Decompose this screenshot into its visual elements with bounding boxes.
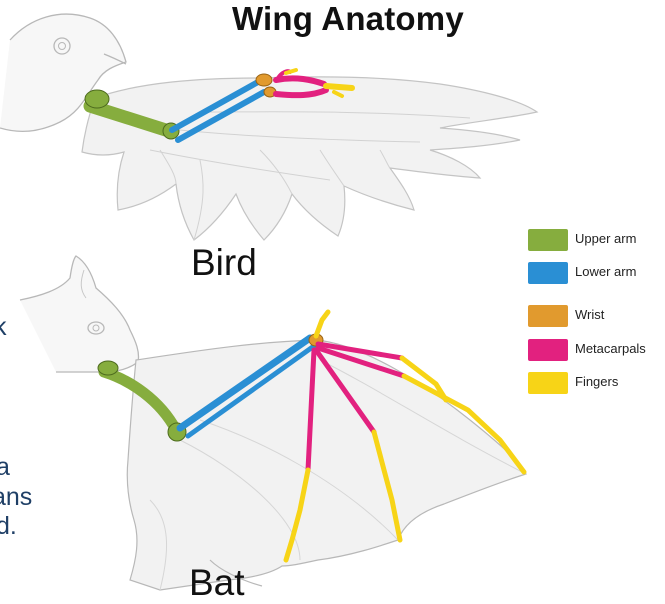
legend-item-lower-arm: Lower arm bbox=[528, 262, 665, 284]
legend-label-lower-arm: Lower arm bbox=[575, 264, 636, 279]
bird-wing-shape bbox=[82, 77, 537, 240]
bird-label: Bird bbox=[191, 242, 257, 284]
legend-swatch-wrist bbox=[528, 305, 568, 327]
cutoff-text-line-1: k bbox=[0, 313, 7, 342]
bat-illustration bbox=[20, 256, 526, 590]
legend-label-wrist: Wrist bbox=[575, 307, 604, 322]
legend-item-wrist: Wrist bbox=[528, 305, 665, 327]
legend-swatch-upper-arm bbox=[528, 229, 568, 251]
cutoff-text-line-2: a bbox=[0, 453, 10, 482]
legend-swatch-lower-arm bbox=[528, 262, 568, 284]
legend-label-upper-arm: Upper arm bbox=[575, 231, 636, 246]
legend-item-upper-arm: Upper arm bbox=[528, 229, 665, 251]
legend-item-fingers: Fingers bbox=[528, 372, 665, 394]
bat-label: Bat bbox=[189, 562, 245, 604]
legend-item-metacarpals: Metacarpals bbox=[528, 339, 665, 361]
legend-swatch-fingers bbox=[528, 372, 568, 394]
diagram-title: Wing Anatomy bbox=[232, 0, 464, 38]
legend-swatch-metacarpals bbox=[528, 339, 568, 361]
bat-wing-membrane bbox=[127, 340, 526, 590]
cutoff-text-line-3: ans bbox=[0, 483, 32, 512]
legend-label-metacarpals: Metacarpals bbox=[575, 341, 646, 356]
cutoff-text-line-4: d. bbox=[0, 512, 17, 541]
legend-label-fingers: Fingers bbox=[575, 374, 618, 389]
bat-head-outline bbox=[20, 256, 139, 372]
bird-illustration bbox=[0, 14, 537, 240]
